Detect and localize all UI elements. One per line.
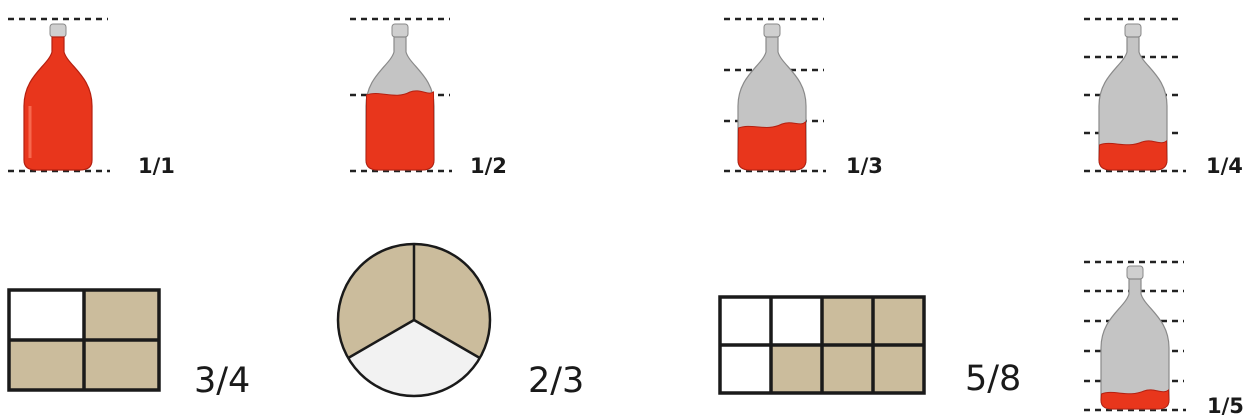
bottle-label-1-5: 1/5 [1207, 394, 1244, 418]
guide-lines-1-2 [350, 17, 452, 173]
bottle-label-1-1: 1/1 [138, 154, 175, 178]
grid-cell-3-4-4 [84, 340, 159, 390]
bottle-shape-1-5 [1100, 265, 1170, 410]
grid-cell-5-8-5 [720, 345, 771, 393]
grid-cell-3-4-3 [9, 340, 84, 390]
guide-lines-1-3 [724, 17, 826, 173]
grid-cell-5-8-2 [771, 297, 822, 345]
bottle-shape-1-3 [737, 23, 807, 171]
grid-cell-5-8-8 [873, 345, 924, 393]
grid-cell-5-8-1 [720, 297, 771, 345]
pie-slice-2-3-3 [348, 320, 480, 396]
grid-cell-5-8-6 [771, 345, 822, 393]
grid-cell-3-4-2 [84, 290, 159, 340]
fraction-label-3-4: 3/4 [194, 361, 251, 401]
bottle-shape-1-2 [365, 23, 435, 171]
bottle-shape-1-1 [23, 23, 93, 171]
liquid-full [23, 36, 93, 171]
fraction-label-2-3: 2/3 [528, 361, 585, 401]
grid-cell-3-4-1 [9, 290, 84, 340]
grid-cell-5-8-3 [822, 297, 873, 345]
bottle-label-1-3: 1/3 [846, 154, 883, 178]
guide-lines-1-4 [1084, 17, 1186, 173]
bottle-label-1-4: 1/4 [1206, 154, 1243, 178]
grid-cell-5-8-4 [873, 297, 924, 345]
fraction-label-5-8: 5/8 [965, 359, 1022, 399]
pie-slice-2-3-2 [338, 244, 414, 358]
bottle-shape-1-4 [1098, 23, 1168, 171]
guide-lines-1-1 [8, 17, 110, 173]
bottle-label-1-2: 1/2 [470, 154, 507, 178]
guide-lines-1-5 [1084, 260, 1186, 412]
pie-slice-2-3-1 [414, 244, 490, 358]
grid-cell-5-8-7 [822, 345, 873, 393]
